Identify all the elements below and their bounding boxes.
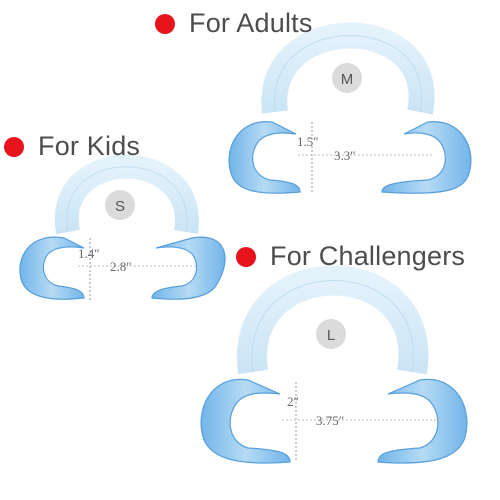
size-small-label: S [115,198,125,215]
label-adults-text: For Adults [189,8,313,38]
width-small-label: 2.8″ [110,259,132,274]
label-kids: For Kids [4,131,140,162]
size-medium-label: M [341,71,354,88]
retractor-large-left-flange [200,378,291,464]
retractor-small-right-flange [151,236,226,300]
width-large-label: 3.75″ [316,413,344,428]
label-adults: For Adults [155,8,313,39]
height-medium-label: 1.5″ [297,134,319,149]
retractor-small-left-flange [19,236,85,300]
retractor-large-right-flange [377,378,468,464]
retractor-small: S 1.4″ 2.8″ [19,154,226,300]
size-large-label: L [327,327,335,344]
red-dot-icon [236,246,256,267]
width-medium-label: 3.3″ [334,148,356,163]
label-challengers: For Challengers [236,241,465,272]
label-challengers-text: For Challengers [270,241,466,271]
size-badge-large [316,319,346,349]
height-small-label: 1.4″ [78,246,100,261]
retractor-medium-right-flange [381,121,472,194]
size-badge-small [105,190,135,220]
size-badge-medium [332,63,362,93]
retractor-medium-left-flange [228,121,301,194]
retractor-large: L 2″ 3.75″ [200,265,468,464]
label-kids-text: For Kids [38,131,141,161]
red-dot-icon [4,136,24,157]
retractor-medium: M 1.5″ 3.3″ [228,22,472,194]
height-large-label: 2″ [287,394,299,409]
red-dot-icon [155,13,175,34]
